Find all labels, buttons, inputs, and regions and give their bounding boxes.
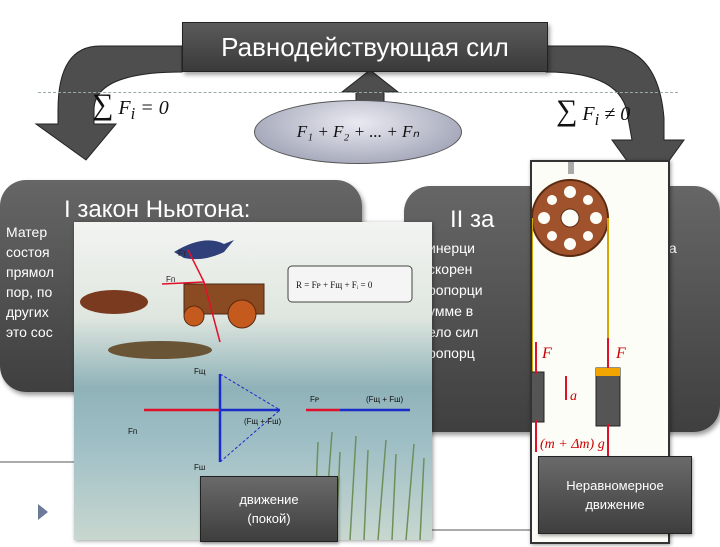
photo-formula: R = Fᴘ + Fщ + Fᵢ = 0 [296,280,373,290]
dashed-divider [38,92,678,93]
label-f5: Fп [128,427,137,436]
arrow-left-connector [34,45,183,161]
pulley-svg: F F a m g (m + Δm) g [506,162,626,460]
illustration-svg: Fп Fт R = Fᴘ + Fщ + Fᵢ = 0 Fщ Fш Fп (Fщ … [80,240,425,540]
weight-left [519,371,545,423]
force-right-label: F [615,345,626,362]
uniform-motion-box: движение(покой) [200,476,338,542]
weight-right-label: (m + Δm) g [540,437,605,452]
label-f2: Fп [166,275,175,284]
vector-diagram [218,374,410,462]
formula-sum-zero: ∑ Fi = 0 [92,88,169,123]
force-left-label: F [541,345,552,362]
page-title: Равнодействующая сил [182,22,548,72]
law2-title: II за: [450,206,659,233]
label-f3: Fщ [194,367,206,376]
swan-crayfish-pike-illustration: Fп Fт R = Fᴘ + Fщ + Fᵢ = 0 Fщ Fш Fп (Fщ … [74,222,432,540]
pike-icon [108,341,212,359]
weight-right [595,367,621,427]
swan-icon [174,240,234,260]
law1-title: I закон Ньютона: [64,196,251,223]
label-f4: Fш [194,463,205,472]
label-f7: Fᴘ [310,395,319,404]
formula-sum-nonzero: ∑ Fi ≠ 0 [556,94,631,129]
acceleration-label: a [570,389,577,404]
label-f8: (Fщ + Fш) [366,395,404,404]
label-f1: Fт [178,249,187,258]
play-marker-icon [38,504,48,520]
resultant-formula: F₁ + F₂ + ... + Fₙ [254,100,462,164]
crayfish-icon [80,290,148,314]
label-f6: (Fщ + Fш) [244,417,282,426]
